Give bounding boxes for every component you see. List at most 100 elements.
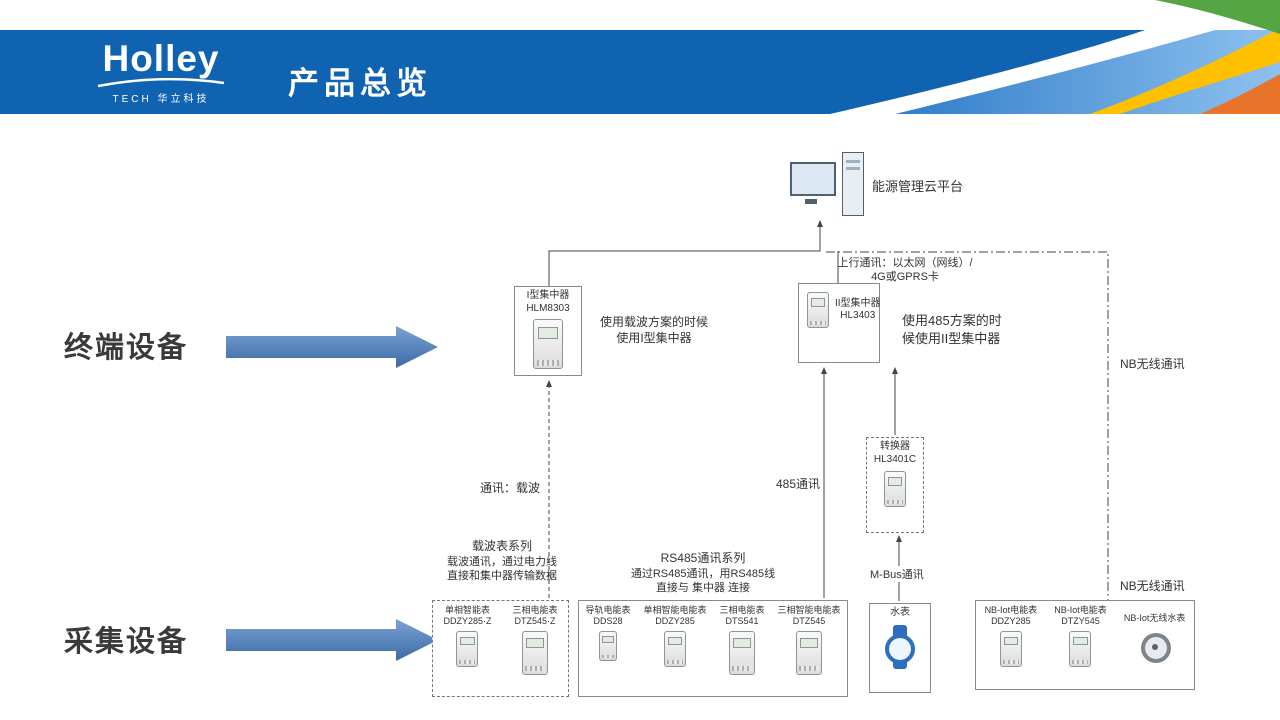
carrier-comm-label: 通讯：载波 <box>480 481 541 495</box>
concentrator-1-title: I型集中器 HLM8303 <box>515 287 581 315</box>
concentrator-2-name: II型集中器 <box>835 297 881 309</box>
meter-model: DDZY285 <box>991 616 1031 627</box>
rs485-series-box: 导轨电能表 DDS28 单相智能电能表 DDZY285 三相电能表 DTS541 <box>578 600 848 697</box>
meter-name: 三相智能电能表 <box>777 605 841 615</box>
meter-model: DTZ545 <box>792 616 826 627</box>
concentrator-1-name: I型集中器 <box>526 290 570 301</box>
water-meter-box: 水表 <box>869 603 931 693</box>
carrier-series-desc2: 直接和集中器传输数据 <box>447 569 557 582</box>
meter-name: NB-Iot电能表 <box>984 605 1038 615</box>
meter-model: DDS28 <box>593 616 623 627</box>
meter-item: NB-Iot电能表 DDZY285 <box>985 605 1038 667</box>
meter-item: 三相电能表 DTZ545·Z <box>512 605 558 675</box>
terminal-devices-arrow <box>226 326 438 368</box>
rs485-comm-label: 485通讯 <box>776 477 821 491</box>
mbus-comm-label: M-Bus通讯 <box>868 566 926 582</box>
meter-label: 三相电能表 DTZ545·Z <box>512 605 557 628</box>
monitor-icon <box>790 162 836 204</box>
meter-item: 单相智能表 DDZY285·Z <box>443 605 492 667</box>
meter-model: DDZY285 <box>655 616 695 627</box>
uplink-comm-label: 上行通讯：以太网（网线）/ 4G或GPRS卡 <box>830 256 980 285</box>
concentrator-1-note: 使用载波方案的时候 使用I型集中器 <box>592 314 716 346</box>
meter-item: NB-Iot无线水表 <box>1124 605 1186 669</box>
rs485-series-text: RS485通讯系列 通过RS485通讯，用RS485线 直接与 集中器 连接 <box>598 551 808 595</box>
concentrator-1-device-image <box>533 319 563 369</box>
holley-logo: Holley TECH 华立科技 <box>96 40 226 105</box>
meter-label: NB-Iot电能表 DDZY285 <box>985 605 1038 628</box>
water-meter-label: 水表 <box>890 607 910 618</box>
concentrator-2-note-line1: 使用485方案的时 <box>902 313 1002 328</box>
page-title: 产品总览 <box>288 66 432 101</box>
header-decoration <box>830 0 1280 114</box>
meter-label: 单相智能电能表 DDZY285 <box>643 605 706 628</box>
concentrator-2-model: HL3403 <box>840 310 876 321</box>
meter-name: 三相电能表 <box>512 605 558 615</box>
meter-label: NB-Iot无线水表 <box>1124 613 1186 624</box>
meter-item: 三相智能电能表 DTZ545 <box>777 605 841 675</box>
meter-name: 单相智能电能表 <box>643 605 707 615</box>
rs485-series-desc1: 通过RS485通讯，用RS485线 <box>630 567 776 580</box>
meter-model: DTZ545·Z <box>514 616 556 627</box>
meter-name: NB-Iot电能表 <box>1054 605 1107 615</box>
uplink-line1: 上行通讯：以太网（网线）/ <box>837 257 973 269</box>
meter-model: DDZY285·Z <box>443 616 492 627</box>
meter-item: 三相电能表 DTS541 <box>719 605 765 675</box>
single-phase-meter-image <box>456 630 479 667</box>
logo-sub-text: TECH 华立科技 <box>112 94 210 105</box>
meter-item: NB-Iot电能表 DTZY545 <box>1054 605 1107 667</box>
meter-name: 导轨电能表 <box>585 605 631 615</box>
converter-device-image <box>884 471 906 507</box>
converter-model: HL3401C <box>873 453 917 465</box>
three-phase-meter-image <box>795 630 822 675</box>
concentrator-1-box: I型集中器 HLM8303 <box>514 286 582 376</box>
converter-name: 转换器 <box>880 441 910 452</box>
cloud-platform: 能源管理云平台 <box>790 152 1050 228</box>
concentrator-1-model: HLM8303 <box>526 302 570 314</box>
three-phase-meter-image <box>521 630 548 675</box>
concentrator-2-device-image <box>807 292 829 328</box>
collection-devices-label: 采集设备 <box>64 626 189 658</box>
meter-item: 导轨电能表 DDS28 <box>585 605 631 661</box>
concentrator-2-note-line2: 候使用II型集中器 <box>902 330 1001 346</box>
din-rail-meter-image <box>598 630 617 661</box>
water-meter-image <box>882 624 918 672</box>
pc-tower-icon <box>842 152 864 216</box>
meter-label: NB-Iot电能表 DTZY545 <box>1054 605 1107 628</box>
nb-meter-image <box>999 630 1022 667</box>
meter-name: 单相智能表 <box>444 605 490 615</box>
concentrator-1-note-line1: 使用载波方案的时候 <box>599 315 708 329</box>
nb-series-box: NB-Iot电能表 DDZY285 NB-Iot电能表 DTZY545 NB-I… <box>975 600 1195 690</box>
converter-title: 转换器 HL3401C <box>867 438 923 466</box>
concentrator-2-note: 使用485方案的时 候使用II型集中器 <box>902 312 1014 347</box>
carrier-series-desc1: 载波通讯，通过电力线 <box>447 555 557 568</box>
concentrator-2-title: II型集中器 HL3403 <box>835 298 881 323</box>
logo-swoosh-icon <box>97 78 225 88</box>
cloud-platform-label: 能源管理云平台 <box>872 179 964 194</box>
nb-meter-image <box>1069 630 1092 667</box>
meter-model: DTZY545 <box>1061 616 1100 627</box>
meter-name: 三相电能表 <box>719 605 765 615</box>
nb-comm-label-top: NB无线通讯 <box>1120 357 1185 371</box>
meter-model: DTS541 <box>725 616 759 627</box>
nb-comm-label-bottom: NB无线通讯 <box>1120 579 1185 593</box>
meter-name: NB-Iot无线水表 <box>1123 613 1186 623</box>
carrier-series-title: 载波表系列 <box>471 539 532 553</box>
three-phase-meter-image <box>728 630 755 675</box>
meter-label: 三相电能表 DTS541 <box>719 605 764 628</box>
carrier-series-text: 载波表系列 载波通讯，通过电力线 直接和集中器传输数据 <box>432 539 572 583</box>
carrier-series-box: 单相智能表 DDZY285·Z 三相电能表 DTZ545·Z <box>432 600 569 697</box>
rs485-series-desc2: 直接与 集中器 连接 <box>655 581 751 594</box>
concentrator-2-box: II型集中器 HL3403 <box>798 283 881 363</box>
collection-devices-arrow <box>226 619 438 661</box>
concentrator-1-note-line2: 使用I型集中器 <box>616 331 692 346</box>
logo-brand-text: Holley <box>102 38 220 79</box>
meter-item: 单相智能电能表 DDZY285 <box>643 605 707 667</box>
converter-box: 转换器 HL3401C <box>866 437 924 533</box>
terminal-devices-label: 终端设备 <box>64 332 189 364</box>
nb-water-meter-image <box>1138 627 1172 669</box>
meter-label: 单相智能表 DDZY285·Z <box>443 605 491 628</box>
meter-label: 三相智能电能表 DTZ545 <box>777 605 840 628</box>
single-phase-meter-image <box>663 630 686 667</box>
rs485-series-title: RS485通讯系列 <box>660 551 746 565</box>
